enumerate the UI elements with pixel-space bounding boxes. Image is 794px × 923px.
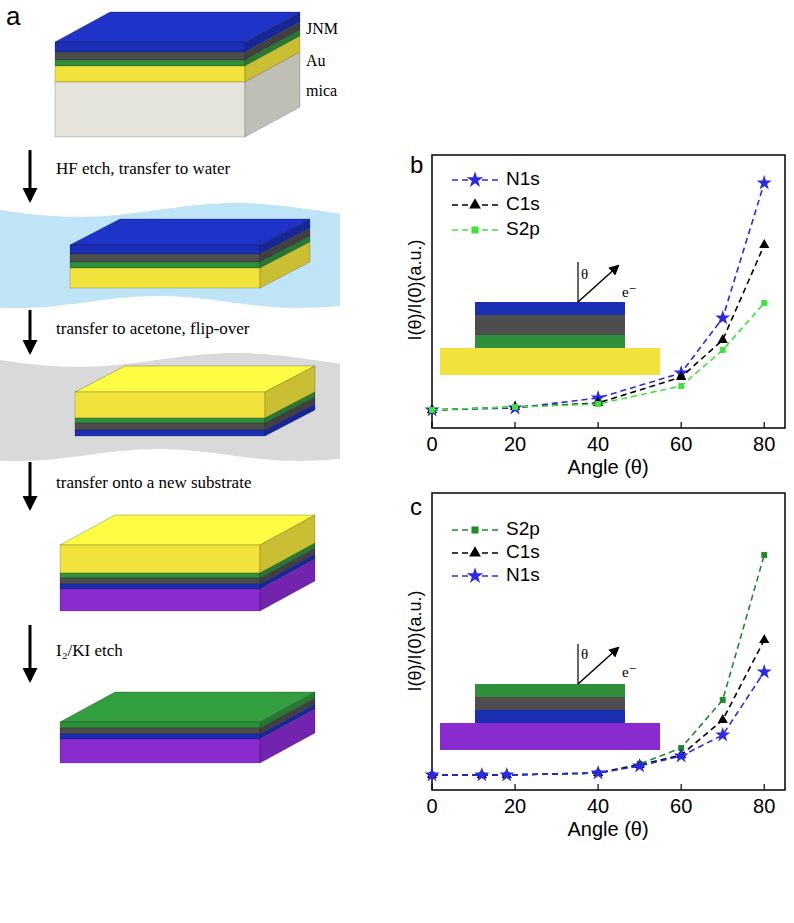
layer-stack <box>70 219 310 288</box>
xps-chart <box>424 155 785 428</box>
data-marker <box>715 310 730 324</box>
layer-label: Au <box>306 52 326 70</box>
liquid-bath <box>0 203 340 308</box>
tick-label: 20 <box>504 433 526 455</box>
panel-letter: c <box>410 494 422 520</box>
layer-stack <box>75 366 315 436</box>
data-marker <box>757 664 772 678</box>
data-marker <box>429 407 435 413</box>
angle-symbol: θ <box>581 646 588 663</box>
data-marker <box>676 371 686 380</box>
data-marker <box>510 401 520 410</box>
process-arrow <box>29 310 32 352</box>
layer-stack <box>60 692 315 763</box>
data-marker <box>761 552 767 558</box>
process-arrow <box>29 462 32 508</box>
step-label: I₂/KI etch <box>56 642 123 661</box>
liquid-bath <box>0 353 340 461</box>
data-marker <box>720 347 726 353</box>
tick-label: 40 <box>587 433 609 455</box>
xps-chart <box>424 493 785 790</box>
tick-label: 0 <box>426 433 437 455</box>
electron-symbol: e⁻ <box>622 284 637 301</box>
electron-symbol: e⁻ <box>622 664 637 681</box>
tick-label: 80 <box>753 433 775 455</box>
legend-label: N1s <box>506 169 540 190</box>
legend-label: C1s <box>506 194 540 215</box>
legend-sample <box>452 171 498 187</box>
layer-stack <box>60 515 315 611</box>
step-label: transfer onto a new substrate <box>56 474 251 493</box>
tick-label: 40 <box>587 795 609 817</box>
process-arrow <box>29 150 32 200</box>
legend-sample <box>452 567 498 583</box>
data-marker <box>474 767 489 781</box>
axis-title: Angle (θ) <box>567 818 648 840</box>
data-marker <box>759 634 769 643</box>
data-marker <box>718 714 728 723</box>
panel-letter: b <box>410 152 423 178</box>
data-marker <box>678 383 684 389</box>
tick-label: 60 <box>670 795 692 817</box>
data-marker <box>674 748 689 762</box>
panel-letter: a <box>6 2 20 31</box>
angle-symbol: θ <box>581 266 588 283</box>
data-marker <box>757 175 772 189</box>
data-curve <box>432 183 764 410</box>
axis-title: I(θ)/I(0)(a.u.) <box>406 590 426 691</box>
step-label: HF etch, transfer to water <box>56 160 230 179</box>
legend-sample <box>452 546 498 556</box>
legend-sample <box>452 226 498 233</box>
legend-label: N1s <box>506 565 540 586</box>
data-curve <box>432 640 764 775</box>
data-curve <box>432 672 764 775</box>
data-marker <box>591 765 606 779</box>
data-marker <box>718 334 728 343</box>
data-marker <box>508 400 523 414</box>
data-marker <box>632 758 647 772</box>
legend-label: S2p <box>506 219 540 240</box>
layer-label: mica <box>306 82 337 100</box>
layer-label: JNM <box>306 20 338 38</box>
legend-sample <box>452 198 498 208</box>
step-label: transfer to acetone, flip-over <box>56 320 250 339</box>
legend-label: S2p <box>506 519 540 540</box>
sample-inset <box>440 644 660 750</box>
legend-sample <box>452 526 498 533</box>
tick-label: 80 <box>753 795 775 817</box>
axis-title: Angle (θ) <box>567 456 648 478</box>
legend-label: C1s <box>506 542 540 563</box>
data-marker <box>595 401 601 407</box>
data-marker <box>759 239 769 248</box>
tick-label: 0 <box>426 795 437 817</box>
tick-label: 20 <box>504 795 526 817</box>
data-curve <box>432 245 764 410</box>
data-curve <box>432 303 764 410</box>
sample-inset <box>440 262 660 375</box>
data-marker <box>720 697 726 703</box>
data-marker <box>427 404 437 413</box>
axis-title: I(θ)/I(0)(a.u.) <box>406 239 426 340</box>
data-marker <box>499 767 514 781</box>
tick-label: 60 <box>670 433 692 455</box>
data-marker <box>715 727 730 741</box>
process-arrow <box>29 625 32 680</box>
layer-stack <box>55 12 300 137</box>
data-marker <box>761 300 767 306</box>
data-curve <box>432 555 764 775</box>
data-marker <box>424 767 439 781</box>
data-marker <box>512 404 518 410</box>
